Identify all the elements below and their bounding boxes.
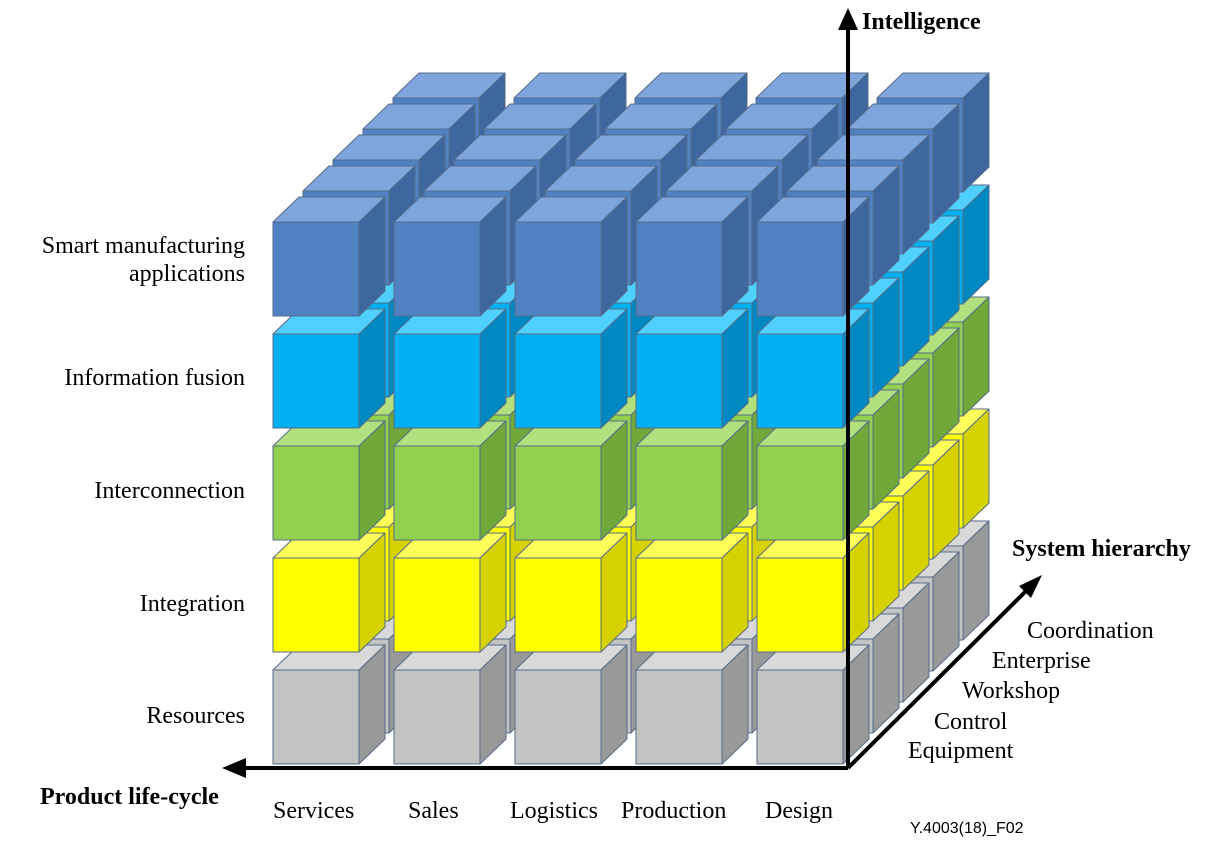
block-l3-d0-c3-front bbox=[635, 333, 723, 429]
block-l4-d0-c2-front bbox=[514, 221, 602, 317]
block-l1-d0-c2-front bbox=[514, 557, 602, 653]
intelligence-axis-arrowhead bbox=[838, 8, 858, 30]
block-l3-d0-c2-front bbox=[514, 333, 602, 429]
block-l0-d0-c2-front bbox=[514, 669, 602, 765]
block-l1-d0-c0-front bbox=[272, 557, 360, 653]
hierarchy-label-equipment: Equipment bbox=[908, 738, 1014, 764]
block-l0-d0-c3-front bbox=[635, 669, 723, 765]
block-l4-d0-c3-front bbox=[635, 221, 723, 317]
block-l4-d0-c4-front bbox=[756, 221, 844, 317]
lifecycle-label-services: Services bbox=[273, 798, 355, 824]
block-l2-d0-c3-front bbox=[635, 445, 723, 541]
block-l3-d0-c0-front bbox=[272, 333, 360, 429]
axis-label-intelligence: Intelligence bbox=[862, 9, 981, 35]
axis-label-product-life-cycle: Product life-cycle bbox=[40, 784, 219, 810]
layer-label-smart-manufacturing: Smart manufacturing applications bbox=[41, 233, 245, 287]
block-l2-d0-c4-front bbox=[756, 445, 844, 541]
hierarchy-label-coordination: Coordination bbox=[1027, 618, 1154, 644]
block-l0-d0-c4-front bbox=[756, 669, 844, 765]
figure-id: Y.4003(18)_F02 bbox=[910, 820, 1024, 837]
block-l1-d0-c3-front bbox=[635, 557, 723, 653]
hierarchy-axis-arrowhead bbox=[1019, 575, 1042, 598]
block-l2-d0-c1-front bbox=[393, 445, 481, 541]
lifecycle-label-production: Production bbox=[621, 798, 727, 824]
block-l0-d0-c0-front bbox=[272, 669, 360, 765]
lifecycle-axis-arrowhead bbox=[222, 758, 246, 778]
block-l4-d0-c1-front bbox=[393, 221, 481, 317]
block-l2-d0-c2-front bbox=[514, 445, 602, 541]
block-l1-d0-c4-front bbox=[756, 557, 844, 653]
block-l2-d0-c0-front bbox=[272, 445, 360, 541]
lifecycle-label-sales: Sales bbox=[408, 798, 459, 824]
block-l4-d0-c0-front bbox=[272, 221, 360, 317]
hierarchy-axis-line bbox=[846, 588, 1029, 770]
layer-label-resources: Resources bbox=[146, 703, 245, 729]
layer-label-interconnection: Interconnection bbox=[94, 478, 245, 504]
hierarchy-label-workshop: Workshop bbox=[962, 678, 1061, 704]
axis-label-system-hierarchy: System hierarchy bbox=[1012, 536, 1191, 562]
layer-label-information-fusion: Information fusion bbox=[64, 365, 245, 391]
layer-label-integration: Integration bbox=[139, 591, 245, 617]
block-l1-d0-c1-front bbox=[393, 557, 481, 653]
hierarchy-label-enterprise: Enterprise bbox=[992, 648, 1091, 674]
lifecycle-label-logistics: Logistics bbox=[510, 798, 598, 824]
block-l0-d0-c1-front bbox=[393, 669, 481, 765]
block-l3-d0-c4-front bbox=[756, 333, 844, 429]
block-l3-d0-c1-front bbox=[393, 333, 481, 429]
hierarchy-label-control: Control bbox=[934, 709, 1008, 735]
lifecycle-label-design: Design bbox=[765, 798, 833, 824]
